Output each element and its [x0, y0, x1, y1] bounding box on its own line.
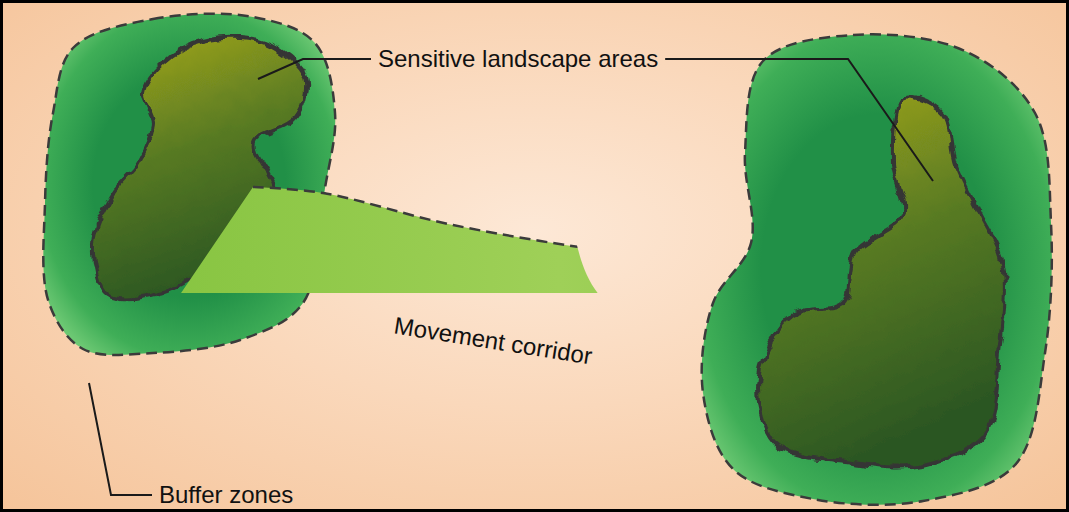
callout-label: Buffer zones: [159, 481, 293, 509]
movement-corridor: Movement corridor: [133, 173, 833, 463]
leader-line: [258, 59, 371, 79]
corridor-edge: [253, 187, 813, 265]
callout-label: Sensitive landscape areas: [378, 45, 658, 73]
leader-line: [89, 383, 152, 495]
corridor-fill: [143, 187, 833, 457]
corridor-edge: [143, 349, 823, 449]
leader-line: [665, 59, 933, 181]
corridor-shape: [133, 173, 833, 463]
